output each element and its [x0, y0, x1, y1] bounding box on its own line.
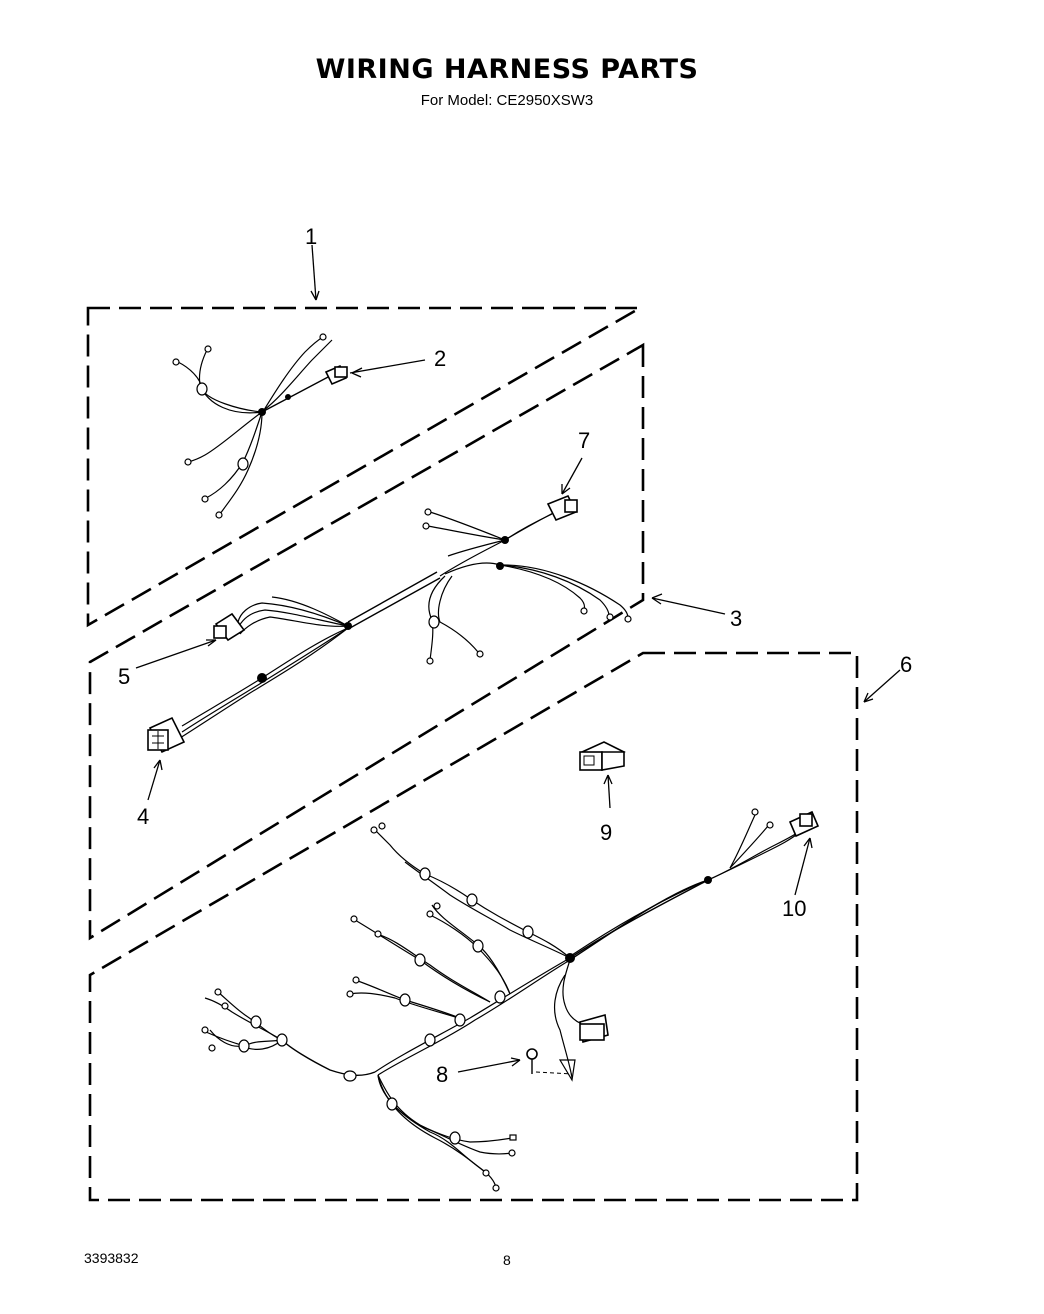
callout-7: 7 [578, 428, 590, 453]
leader-6 [863, 669, 901, 703]
part-9-connector [579, 741, 626, 771]
callout-4: 4 [137, 804, 149, 829]
page-number: 8 [503, 1252, 511, 1268]
group-box-1 [86, 306, 645, 628]
leader-3 [651, 597, 726, 615]
leader-7 [561, 457, 583, 495]
leader-2 [349, 359, 426, 374]
callout-5: 5 [118, 664, 130, 689]
callout-9: 9 [600, 820, 612, 845]
callout-3: 3 [730, 606, 742, 631]
callout-8: 8 [436, 1062, 448, 1087]
callout-1: 1 [305, 224, 317, 249]
page-title: WIRING HARNESS PARTS [315, 54, 699, 85]
leader-1 [311, 244, 317, 301]
harness-10 [201, 808, 820, 1192]
leader-10 [794, 837, 811, 896]
callout-10: 10 [782, 896, 806, 921]
group-box-3 [88, 342, 645, 941]
callout-6: 6 [900, 652, 912, 677]
leader-8 [457, 1059, 521, 1073]
callout-2: 2 [434, 346, 446, 371]
harness-2 [172, 333, 348, 519]
part-8-screw [526, 1048, 576, 1082]
model-subtitle: For Model: CE2950XSW3 [420, 92, 594, 109]
group-box-6 [88, 651, 859, 1202]
harness-3 [147, 494, 632, 754]
leader-5 [135, 639, 217, 669]
leader-4 [147, 759, 161, 801]
document-number: 3393832 [84, 1250, 139, 1266]
leader-9 [607, 774, 611, 809]
